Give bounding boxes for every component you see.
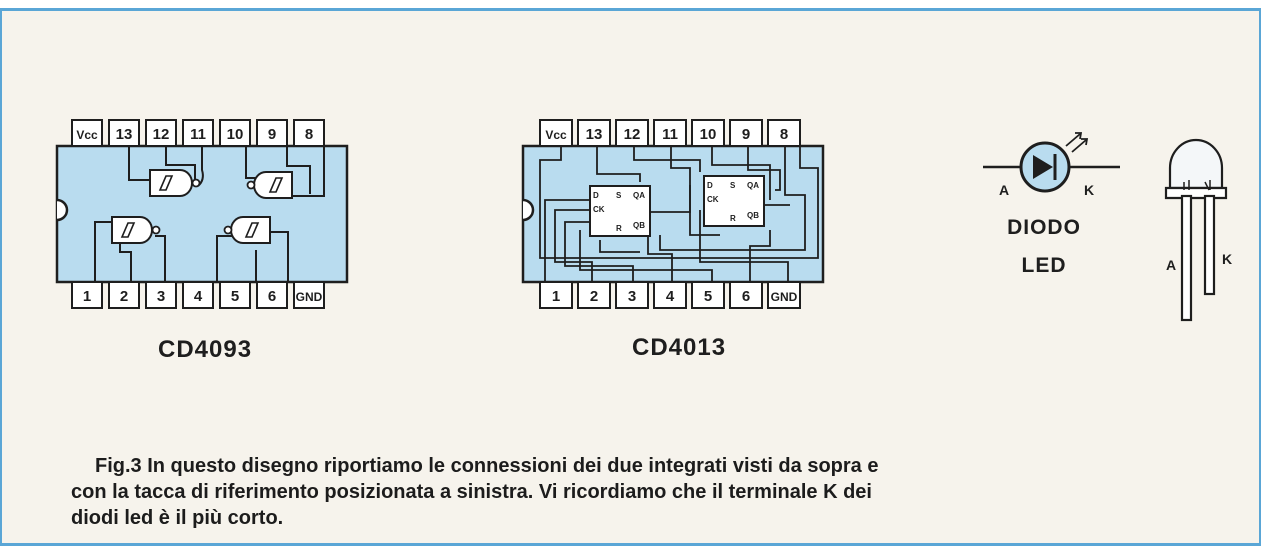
cd4093-top-pin-label: Vcc bbox=[76, 128, 98, 142]
cd4093-gate-3 bbox=[111, 216, 161, 244]
cd4093-top-pin-label: 12 bbox=[153, 126, 170, 143]
cd4093-notch bbox=[56, 198, 69, 222]
cd4013-bottom-pin-label: 4 bbox=[666, 288, 675, 305]
ff1-r-label: R bbox=[616, 224, 622, 233]
cd4013-bottom-pin-label: 3 bbox=[628, 288, 636, 305]
led-physical-drawing: A K bbox=[1164, 138, 1232, 322]
cd4093-gate-2 bbox=[246, 171, 293, 199]
cd4013-top-pin bbox=[729, 119, 763, 147]
cd4093-bottom-pin bbox=[293, 281, 325, 309]
cd4013-top-pin bbox=[615, 119, 649, 147]
cd4093-gate-1 bbox=[149, 169, 201, 197]
ff1-ck-label: CK bbox=[593, 205, 605, 214]
cd4013-bottom-pin-label: 1 bbox=[552, 288, 560, 305]
cd4013-top-pin-label: 12 bbox=[624, 126, 641, 143]
led-title-line1: DIODO bbox=[1007, 216, 1081, 239]
ff1-d-label: D bbox=[593, 191, 599, 200]
cd4093-top-pin bbox=[293, 119, 325, 147]
cd4013-label: CD4013 bbox=[632, 334, 727, 361]
cd4093-top-pin-label: 11 bbox=[190, 126, 206, 143]
cd4013-flipflop-2: D S QA CK R QB bbox=[703, 175, 765, 227]
cd4013-top-pin bbox=[691, 119, 725, 147]
cd4093-top-pin bbox=[71, 119, 103, 147]
cd4013-top-pin bbox=[653, 119, 687, 147]
led-title-line2: LED bbox=[1021, 254, 1067, 277]
cd4093-bottom-pin bbox=[182, 281, 214, 309]
cd4093-bottom-pin-label: 4 bbox=[194, 288, 203, 305]
cd4013-top-pin-label: 8 bbox=[780, 126, 788, 143]
cd4093-top-pin-label: 10 bbox=[227, 126, 244, 143]
cd4013-wiring bbox=[539, 146, 819, 282]
cd4013-bottom-pin bbox=[653, 281, 687, 309]
cd4093-top-pin bbox=[182, 119, 214, 147]
ff1-qa-label: QA bbox=[633, 191, 645, 200]
cd4013-top-pin-label: 13 bbox=[586, 126, 603, 143]
cd4013-flipflop-1: D S QA CK R QB bbox=[589, 185, 651, 237]
cd4013-top-pin bbox=[767, 119, 801, 147]
cd4013-top-pin-label: 9 bbox=[742, 126, 750, 143]
cd4013-bottom-pin-label: GND bbox=[771, 290, 798, 304]
cd4093-bottom-pin-label: GND bbox=[296, 290, 323, 304]
cd4093-bottom-pin-label: 5 bbox=[231, 288, 239, 305]
led-leg-a-label: A bbox=[1166, 257, 1176, 273]
cd4093-bottom-pin bbox=[108, 281, 140, 309]
cd4013-bottom-pin bbox=[691, 281, 725, 309]
cd4093-top-pin-label: 8 bbox=[305, 126, 313, 143]
cd4093-bottom-pin bbox=[256, 281, 288, 309]
cd4093-bottom-pin bbox=[145, 281, 177, 309]
ff2-qb-label: QB bbox=[747, 211, 759, 220]
led-symbol: A K bbox=[983, 132, 1120, 198]
cd4013-bottom-pin bbox=[539, 281, 573, 309]
cd4013-top-pin bbox=[577, 119, 611, 147]
cd4093-gate-4 bbox=[223, 216, 271, 244]
cd4013-top-pin-label: Vcc bbox=[545, 128, 567, 142]
led-leg-k-label: K bbox=[1222, 251, 1232, 267]
cd4093-bottom-pin-label: 6 bbox=[268, 288, 276, 305]
cd4013-bottom-pin bbox=[615, 281, 649, 309]
led-anode-label: A bbox=[999, 182, 1009, 198]
caption-line-2: con la tacca di riferimento posizionata … bbox=[71, 481, 872, 503]
cd4013-bottom-pin-label: 5 bbox=[704, 288, 712, 305]
cd4093-bottom-pin bbox=[71, 281, 103, 309]
caption-line-3: diodi led è il più corto. bbox=[71, 507, 284, 529]
ff1-qb-label: QB bbox=[633, 221, 645, 230]
cd4013-bottom-pin bbox=[729, 281, 763, 309]
cd4093-top-pin bbox=[219, 119, 251, 147]
cd4013-bottom-pin bbox=[767, 281, 801, 309]
ff2-s-label: S bbox=[730, 181, 736, 190]
cd4093-top-pin bbox=[256, 119, 288, 147]
cd4093-top-pin bbox=[145, 119, 177, 147]
cd4013-top-pin-label: 11 bbox=[662, 126, 678, 143]
led-cathode-label: K bbox=[1084, 182, 1094, 198]
cd4093-label: CD4093 bbox=[158, 336, 253, 363]
led-light-arrows-icon bbox=[1065, 132, 1089, 153]
ff2-r-label: R bbox=[730, 214, 736, 223]
ff1-s-label: S bbox=[616, 191, 622, 200]
cd4013-top-pin bbox=[539, 119, 573, 147]
cd4093-bottom-pin bbox=[219, 281, 251, 309]
ff2-qa-label: QA bbox=[747, 181, 759, 190]
cd4013-bottom-pin-label: 2 bbox=[590, 288, 598, 305]
figure-caption: Fig.3 In questo disegno riportiamo le co… bbox=[71, 453, 1215, 531]
cd4013-bottom-pin bbox=[577, 281, 611, 309]
ff2-d-label: D bbox=[707, 181, 713, 190]
ff2-ck-label: CK bbox=[707, 195, 719, 204]
cd4093-top-pin bbox=[108, 119, 140, 147]
cd4093-bottom-pin-label: 3 bbox=[157, 288, 165, 305]
cd4093-bottom-pin-label: 1 bbox=[83, 288, 91, 305]
cd4013-top-pin-label: 10 bbox=[700, 126, 717, 143]
cd4093-top-pin-label: 13 bbox=[116, 126, 133, 143]
cd4093-bottom-pin-label: 2 bbox=[120, 288, 128, 305]
caption-line-1: Fig.3 In questo disegno riportiamo le co… bbox=[95, 455, 879, 477]
cd4013-bottom-pin-label: 6 bbox=[742, 288, 750, 305]
cd4013-notch bbox=[522, 198, 535, 222]
cd4093-top-pin-label: 9 bbox=[268, 126, 276, 143]
